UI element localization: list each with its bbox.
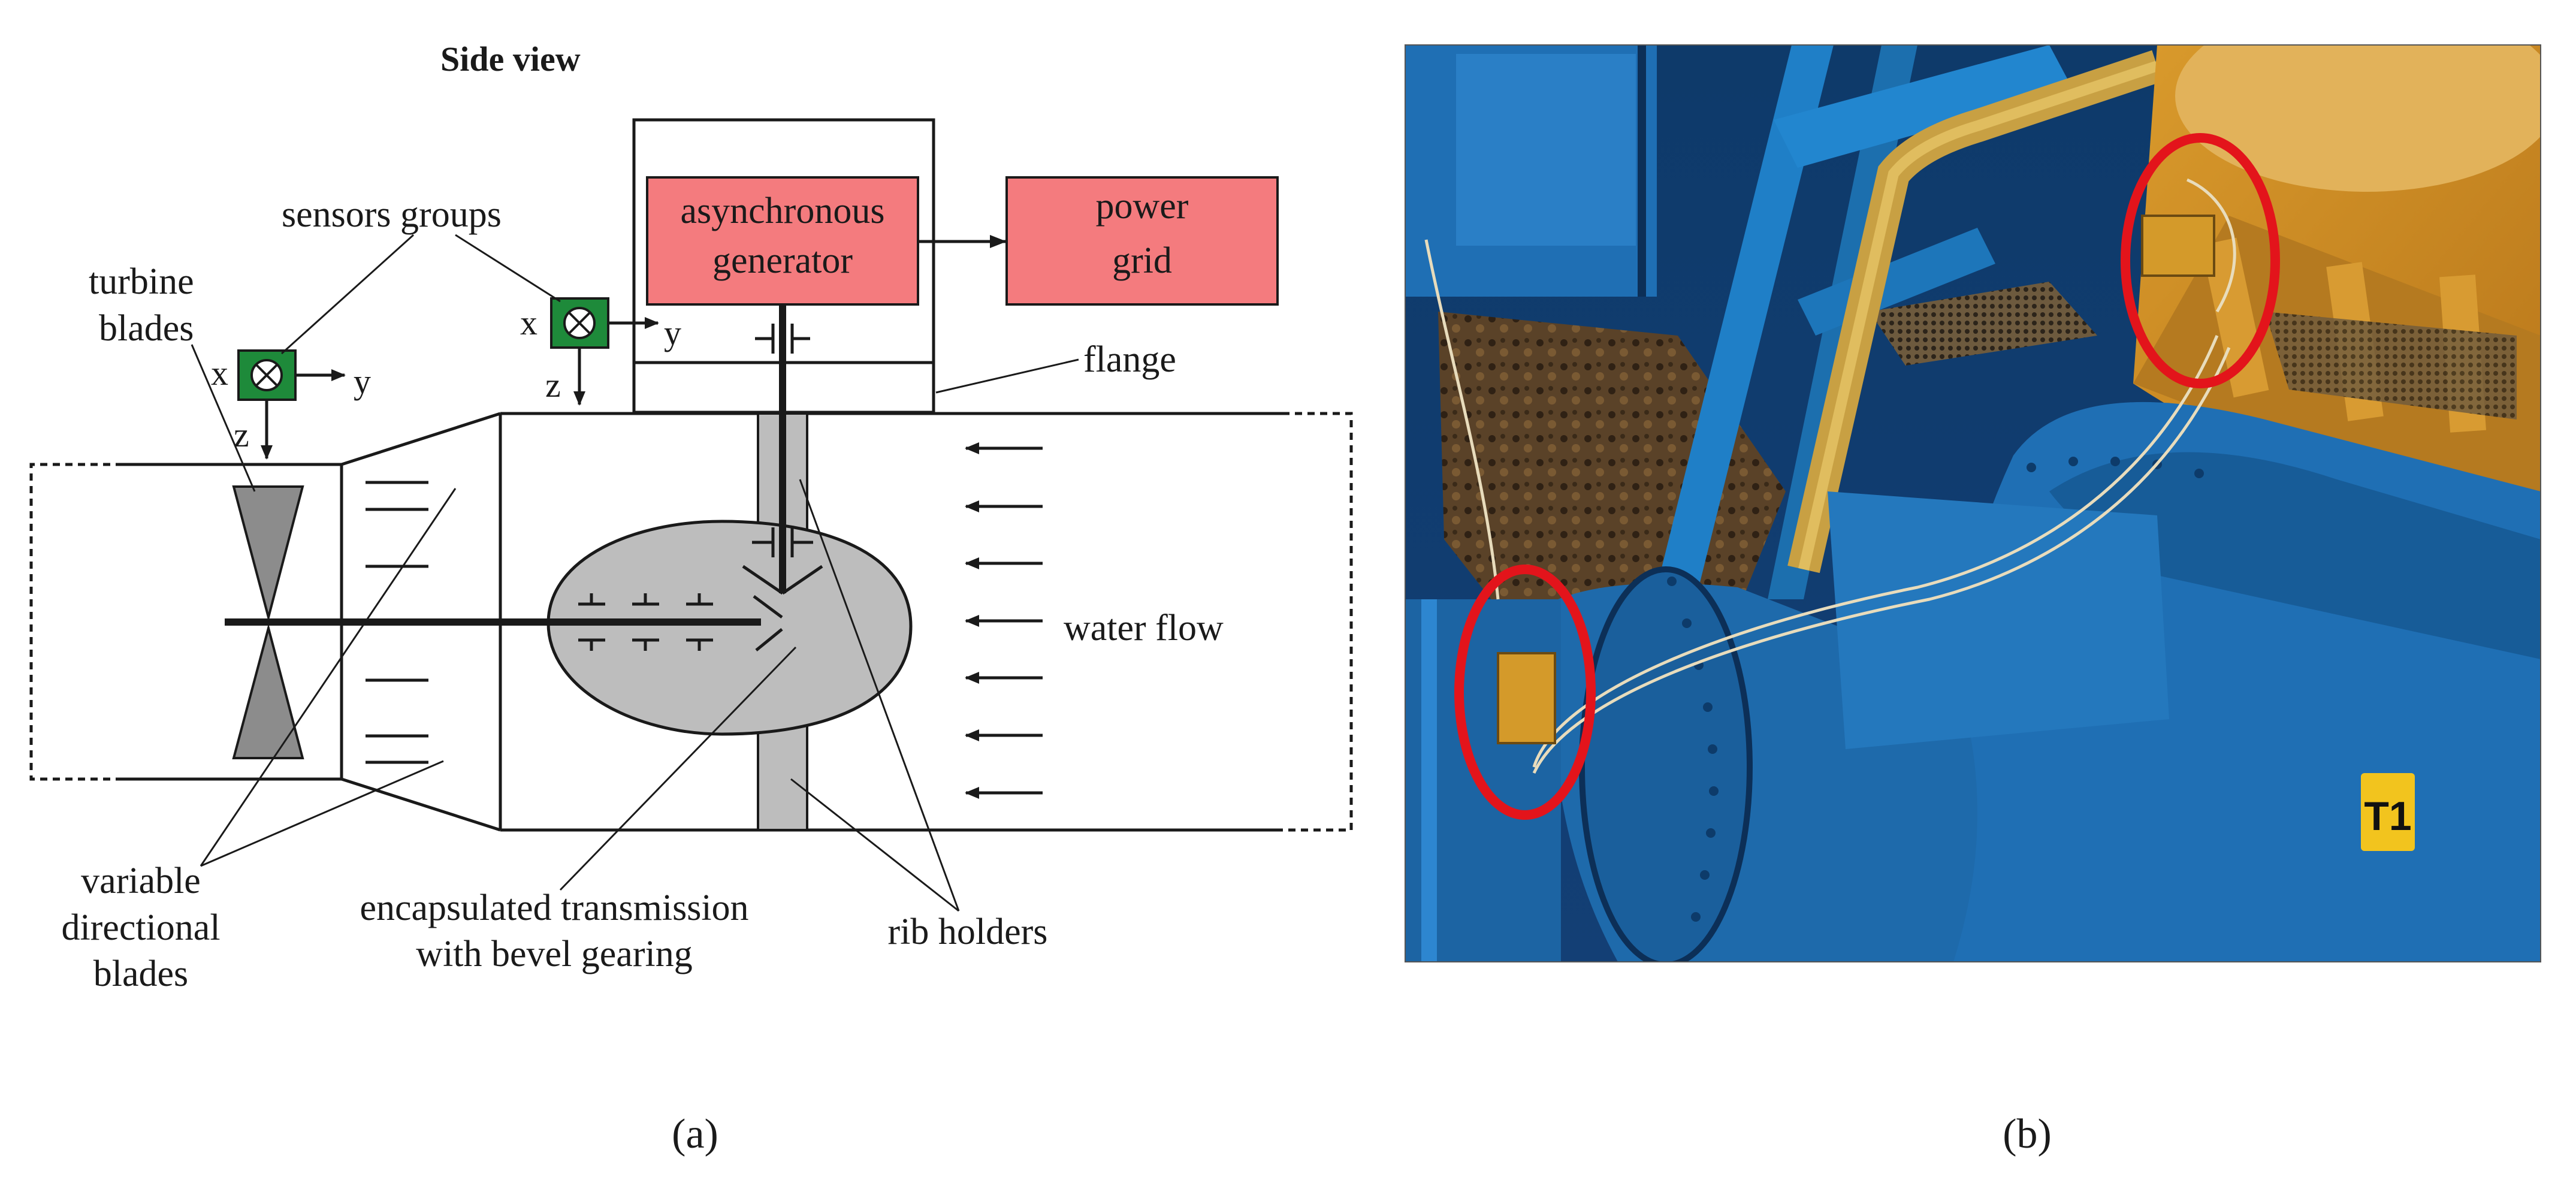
power-grid-box [1005, 176, 1279, 306]
sensor-group-left: x y z [211, 349, 371, 460]
main-shaft-bearings [578, 593, 713, 651]
grid-label-line2: grid [1112, 240, 1172, 281]
water-flow-arrows [965, 442, 1043, 799]
asynchronous-generator-box [646, 176, 919, 306]
turbine-blade-lower [232, 623, 304, 759]
vertical-bearing [752, 527, 813, 557]
variable-label-line3: blades [93, 953, 188, 994]
side-view-title: Side view [440, 40, 581, 79]
rib-holders-label: rib holders [888, 912, 1048, 952]
bevel-gear [742, 565, 823, 651]
generator-label-line1: asynchronous [681, 191, 885, 231]
axis-x-right: x [520, 303, 537, 342]
axis-x-left: x [211, 354, 228, 393]
axis-y-right: y [664, 313, 681, 352]
sensor-group-right: x y z [520, 297, 681, 406]
shaft-coupling [755, 324, 810, 354]
turbine-label-line1: turbine [89, 261, 194, 302]
turbine-label-line2: blades [99, 308, 194, 349]
sensors-groups-label: sensors groups [282, 194, 502, 235]
generator-label-line2: generator [712, 240, 853, 281]
turbine-blade-upper [232, 485, 304, 622]
t1-marker-label: T1 [2364, 793, 2411, 839]
axis-y-left: y [354, 362, 371, 401]
axis-z-right: z [545, 366, 561, 405]
panel-a-diagram: Side view asynchronous generator power g… [29, 40, 1353, 1157]
sensor-highlight-lower [1454, 565, 1596, 820]
leader-lines [191, 234, 1079, 912]
transmission-label-line1: encapsulated transmission [360, 888, 748, 928]
water-flow-label: water flow [1064, 608, 1224, 648]
panel-b-caption: (b) [2003, 1111, 2052, 1157]
variable-label-line2: directional [61, 907, 220, 948]
flange-label: flange [1083, 339, 1176, 380]
transmission-capsule [546, 520, 913, 736]
sensor-highlight-upper [2121, 133, 2280, 388]
panel-b-photo: T1 [1405, 44, 2541, 1157]
transmission-label-line2: with bevel gearing [416, 934, 692, 974]
casing-dashed-ends [29, 412, 1353, 832]
grid-label-line1: power [1096, 186, 1189, 227]
variable-label-line1: variable [81, 861, 201, 901]
panel-a-caption: (a) [672, 1111, 718, 1157]
directional-blades [366, 481, 428, 764]
